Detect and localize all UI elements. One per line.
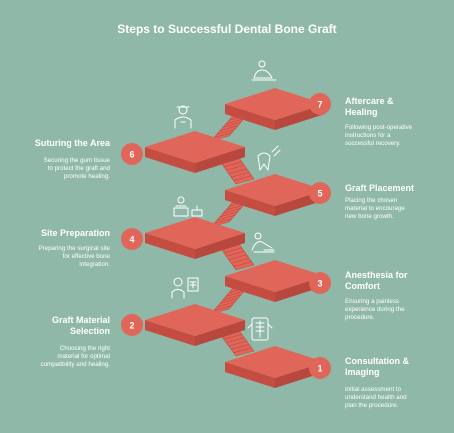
step-4-heading: Site Preparation [40, 228, 110, 238]
step-1-heading: Consultation & Imaging [345, 356, 409, 377]
step-1-number: 1 [317, 363, 322, 373]
step-6-badge: 6 [121, 143, 143, 165]
step-5-badge: 5 [309, 182, 331, 204]
tooth-tool-icon [257, 145, 281, 171]
operating-table-icon [173, 196, 203, 217]
page-title: Steps to Successful Dental Bone Graft [117, 22, 337, 36]
step-7-badge: 7 [309, 93, 331, 115]
step-2-heading: Graft Material Selection [51, 315, 110, 336]
step-3-description: Ensuring a painless experience during th… [345, 298, 405, 321]
step-5-description: Placing the chosen material to encourage… [345, 197, 405, 220]
step-7-number: 7 [317, 99, 322, 109]
resting-patient-icon [251, 60, 277, 81]
doctor-chart-icon [171, 277, 199, 299]
step-5-heading: Graft Placement [345, 183, 415, 193]
step-6-number: 6 [129, 149, 134, 159]
step-6-heading: Suturing the Area [34, 138, 110, 148]
step-2-description: Choosing the right material for optimal … [40, 345, 110, 368]
step-2-number: 2 [129, 320, 134, 330]
step-3-badge: 3 [309, 272, 331, 294]
step-5-number: 5 [317, 188, 322, 198]
step-4-number: 4 [129, 234, 134, 244]
step-4-description: Preparing the surgical site for effectiv… [38, 245, 110, 268]
step-3-number: 3 [317, 278, 322, 288]
dentist-icon [174, 105, 192, 129]
platform-step-2 [145, 304, 245, 346]
step-1-description: Initial assessment to understand health … [345, 386, 407, 409]
patient-chair-icon [251, 232, 275, 253]
step-3-heading: Anesthesia for Comfort [345, 270, 408, 291]
step-2-badge: 2 [121, 314, 143, 336]
step-4-badge: 4 [121, 228, 143, 250]
step-6-description: Securing the gum tissue to protect the g… [43, 157, 110, 180]
step-7-description: Following post-operative instructions fo… [345, 124, 413, 147]
step-7-heading: Aftercare & Healing [345, 96, 394, 117]
platform-step-6 [145, 131, 245, 173]
step-1-badge: 1 [309, 357, 331, 379]
platform-step-4 [145, 217, 245, 259]
xray-scan-icon [247, 317, 273, 341]
